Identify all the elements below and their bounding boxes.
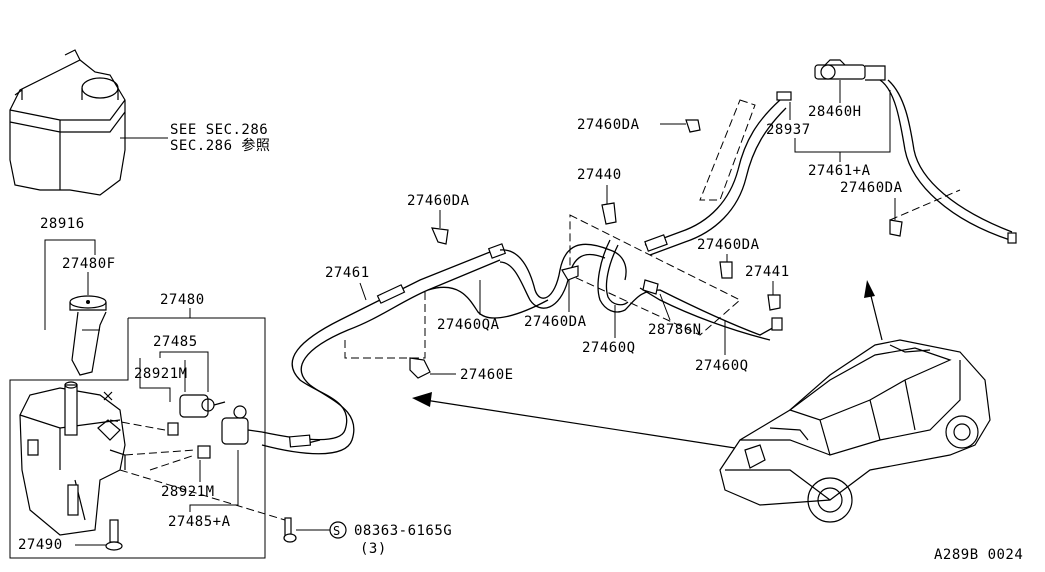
part-27460QA-label: 27460QA [437, 317, 500, 333]
part-27460DA-b-label: 27460DA [524, 314, 587, 330]
part-27440-label: 27440 [577, 167, 622, 183]
clip-27460DA-a [431, 227, 449, 245]
filler-cap-drawing [69, 295, 107, 376]
arrow-car-to-hose [412, 392, 736, 449]
part-27460Q-a-label: 27460Q [582, 340, 636, 356]
screw-dash-line [119, 469, 286, 521]
clip-27460E [409, 357, 431, 379]
drain-plug-drawing [105, 519, 123, 551]
part-28921M-bottom-label: 28921M [161, 484, 215, 500]
part-27460E-label: 27460E [460, 367, 514, 383]
car-illustration [719, 339, 991, 523]
part-27461-leader [359, 282, 367, 301]
screw-s-letter: S [333, 524, 341, 538]
part-28937-label: 28937 [766, 122, 811, 138]
part-27441-label: 27441 [745, 264, 790, 280]
clip-dash-rear [889, 189, 961, 221]
part-27485A-label: 27485+A [168, 514, 231, 530]
arrow-car-to-rear [864, 280, 883, 341]
screw-s-symbol [329, 521, 347, 539]
clip-27460DA-e [889, 219, 903, 237]
clip-27440 [601, 202, 617, 225]
part-27460DA-c-label: 27460DA [577, 117, 640, 133]
washer-tank-drawing [19, 381, 126, 536]
coolant-reservoir-drawing [9, 49, 126, 196]
screw-part-label: 08363-6165G [354, 523, 452, 539]
clip-27441 [767, 294, 781, 311]
see-sec-label: SEE SEC.286 [170, 122, 268, 138]
part-27485-frame [139, 358, 171, 402]
part-27460Q-b-label: 27460Q [695, 358, 749, 374]
part-27460DA-e-label: 27460DA [840, 180, 903, 196]
part-27461A-leader [794, 90, 891, 153]
part-28786N-label: 28786N [648, 322, 702, 338]
figure-code-label: A289B 0024 [934, 547, 1023, 563]
washer-pump-lower [197, 405, 263, 459]
clip-28786N [642, 279, 659, 295]
part-28921M-top-label: 28921M [134, 366, 188, 382]
part-27485-leader [159, 351, 209, 392]
part-27460DA-d-label: 27460DA [697, 237, 760, 253]
part-27460DA-a-label: 27460DA [407, 193, 470, 209]
part-27490-label: 27490 [18, 537, 63, 553]
clip-27460DA-b [561, 265, 579, 281]
clip-27460DA-c [685, 119, 701, 133]
part-28786N-leader [659, 293, 671, 321]
part-27461A-label: 27461+A [808, 163, 871, 179]
hose-dash-rear [699, 99, 756, 201]
part-27461-label: 27461 [325, 265, 370, 281]
part-27480F-label: 27480F [62, 256, 116, 272]
part-27485-label: 27485 [153, 334, 198, 350]
part-28916-leader [44, 239, 96, 330]
pump-dash-lines [109, 419, 196, 471]
clip-dash-frame-left [344, 290, 426, 359]
clip-27460DA-d [719, 261, 733, 279]
part-28460H-label: 28460H [808, 104, 862, 120]
part-27480-label: 27480 [160, 292, 205, 308]
part-27485A-leader [189, 450, 239, 512]
washer-pump-upper [167, 394, 226, 436]
washer-hose-drawing [261, 59, 1017, 455]
part-28916-label: 28916 [40, 216, 85, 232]
part-27480-frame [9, 317, 266, 559]
screw-qty-label: (3) [360, 541, 387, 557]
mount-screw-drawing [283, 517, 297, 543]
see-sec-jp-label: SEC.286 参照 [170, 137, 270, 154]
clip-dash-frame [569, 214, 741, 336]
